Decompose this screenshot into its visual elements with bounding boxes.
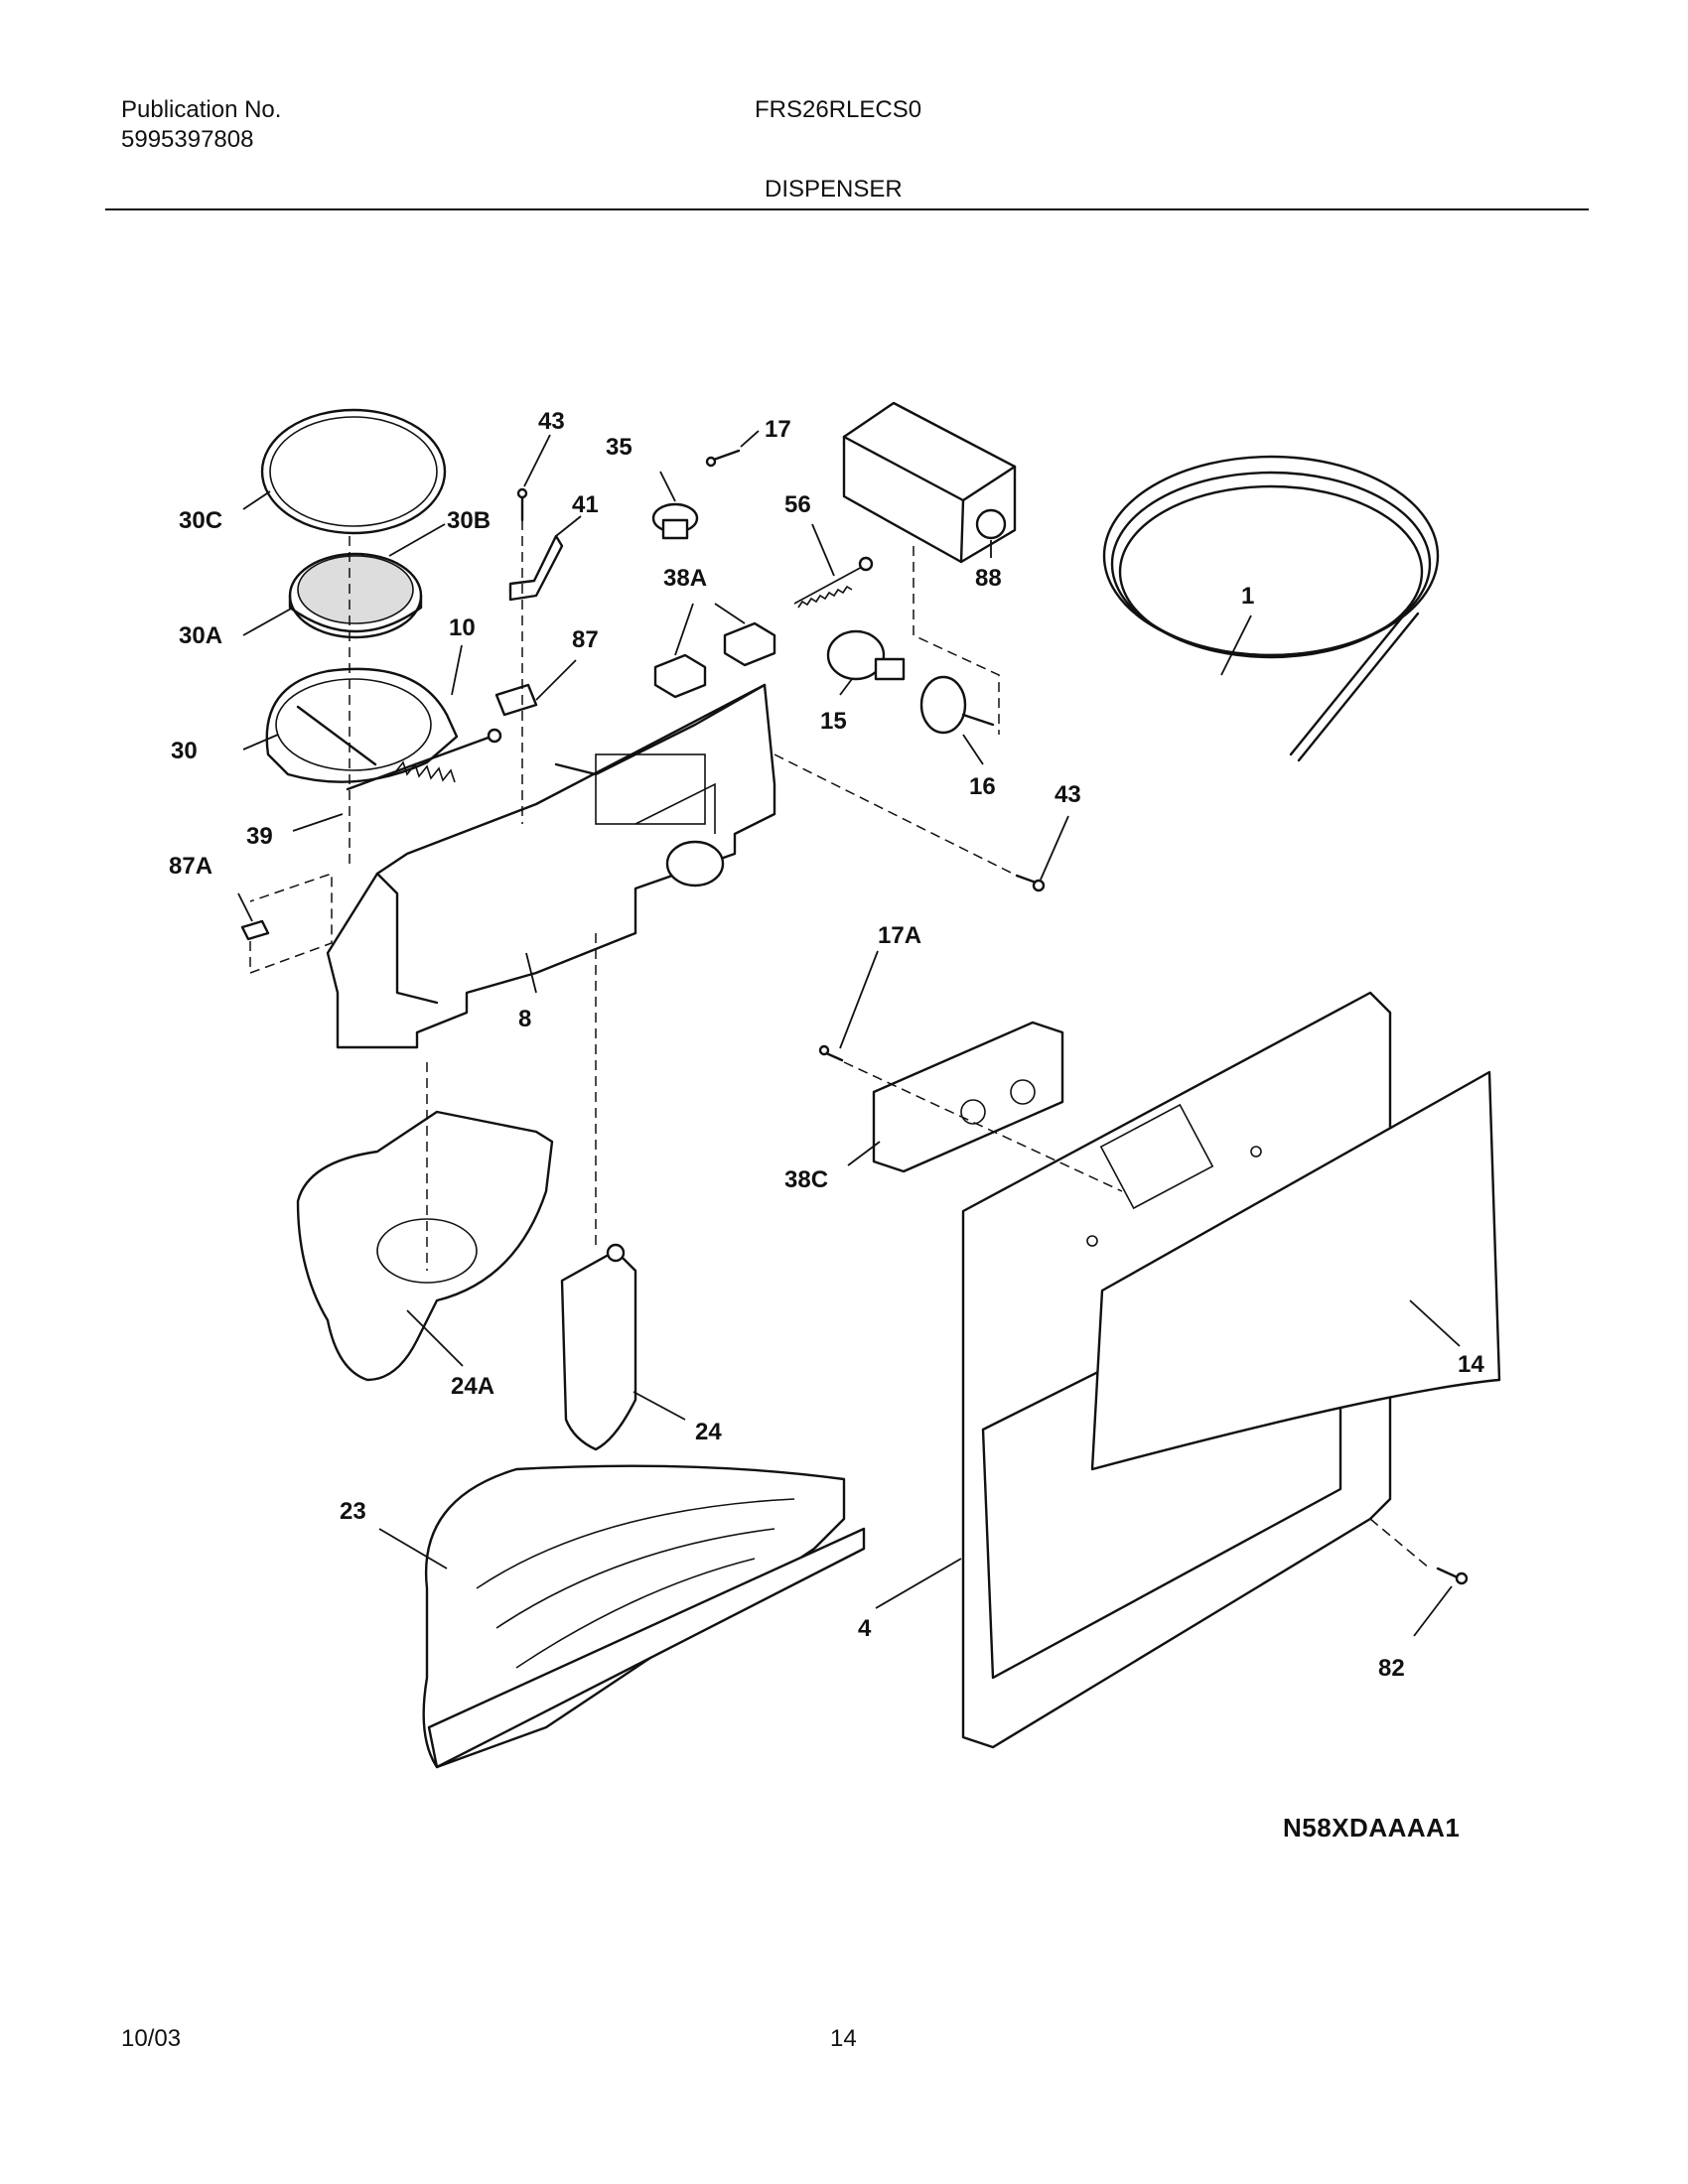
part-38a-switches — [653, 621, 776, 699]
callout-15: 15 — [820, 708, 847, 735]
part-87a-clip — [240, 872, 333, 975]
part-17a-82-screws — [818, 1044, 1469, 1585]
footer-date: 10/03 — [121, 2025, 182, 2052]
part-88-lightbox — [842, 401, 1017, 564]
assembly-guides — [349, 520, 1431, 1570]
publication-label: Publication No. — [121, 96, 282, 123]
part-16-socket — [919, 675, 995, 735]
part-24a-chute — [296, 1062, 554, 1382]
part-8-housing — [326, 683, 776, 1049]
callout-43-right: 43 — [1055, 781, 1081, 808]
header-divider — [105, 208, 1589, 210]
callout-38c: 38C — [784, 1166, 828, 1193]
callout-1: 1 — [1241, 583, 1254, 610]
callout-10: 10 — [449, 614, 476, 641]
callout-17a: 17A — [878, 922, 921, 949]
callout-17: 17 — [765, 416, 791, 443]
callout-4: 4 — [858, 1615, 872, 1642]
part-41-bracket — [508, 534, 564, 602]
part-23-tray — [422, 1464, 866, 1769]
part-15-bulb — [826, 629, 906, 681]
callout-82: 82 — [1378, 1655, 1405, 1682]
publication-number: 5995397808 — [121, 126, 254, 153]
part-87-plate — [494, 683, 538, 717]
callout-30c: 30C — [179, 507, 222, 534]
callout-56: 56 — [784, 491, 811, 518]
callout-16: 16 — [969, 773, 996, 800]
part-43-screws — [516, 487, 1046, 892]
callout-38a: 38A — [663, 565, 707, 592]
part-10-spring — [346, 728, 502, 791]
part-56-screw — [793, 556, 874, 609]
callout-30: 30 — [171, 738, 198, 764]
leader-lines — [237, 430, 1461, 1637]
callout-87a: 87A — [169, 853, 212, 880]
callout-8: 8 — [518, 1006, 531, 1032]
callout-14: 14 — [1458, 1351, 1484, 1378]
callout-88: 88 — [975, 565, 1002, 592]
part-24-chute — [560, 933, 637, 1451]
callout-labels: 43 35 17 30C 30B 41 56 88 38A 30A 10 87 … — [169, 408, 1484, 1682]
part-30a-filter — [288, 552, 423, 639]
callout-24a: 24A — [451, 1373, 494, 1400]
part-1-tubing — [1102, 455, 1440, 762]
callout-30b: 30B — [447, 507, 491, 534]
callout-30a: 30A — [179, 622, 222, 649]
diagram-code: N58XDAAAA1 — [1283, 1813, 1461, 1843]
callout-39: 39 — [246, 823, 273, 850]
part-38c-plate — [872, 1021, 1064, 1173]
part-30-holder — [265, 667, 459, 783]
part-17-screw — [705, 449, 741, 468]
section-title: DISPENSER — [765, 176, 903, 203]
callout-87: 87 — [572, 626, 599, 653]
callout-41: 41 — [572, 491, 599, 518]
part-14-overlay — [1090, 1070, 1501, 1471]
callout-35: 35 — [606, 434, 633, 461]
part-35-knob — [651, 502, 699, 540]
part-30c-gasket — [260, 408, 447, 535]
page-number: 14 — [830, 2025, 857, 2052]
callout-24: 24 — [695, 1419, 722, 1445]
model-number: FRS26RLECS0 — [755, 96, 922, 123]
callout-43: 43 — [538, 408, 565, 435]
callout-23: 23 — [340, 1498, 366, 1525]
